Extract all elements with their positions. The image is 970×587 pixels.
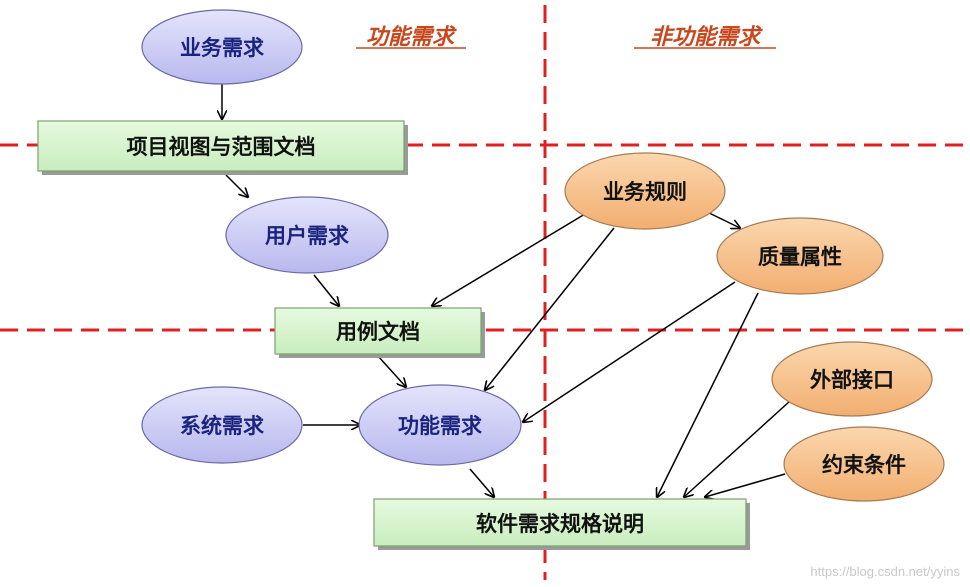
non-functional-label: 非功能需求 xyxy=(650,24,763,50)
node-external-interfaces-label: 外部接口 xyxy=(810,368,894,392)
arrow-quality-to-functional xyxy=(523,281,736,422)
node-srs-label: 软件需求规格说明 xyxy=(476,512,644,536)
arrow-functional-to-srs xyxy=(469,468,494,497)
arrow-rules-to-usecase xyxy=(432,213,586,306)
node-srs: 软件需求规格说明 xyxy=(373,498,750,550)
arrow-user-to-usecase xyxy=(313,274,339,306)
node-vision-scope-doc: 项目视图与范围文档 xyxy=(37,120,408,175)
node-quality-attributes: 质量属性 xyxy=(716,217,884,295)
node-business-requirements-label: 业务需求 xyxy=(180,36,264,60)
node-user-requirements-label: 用户需求 xyxy=(265,224,349,248)
node-functional-requirements: 功能需求 xyxy=(358,384,522,466)
arrow-vision-to-user xyxy=(225,174,248,197)
connector-arrows xyxy=(222,84,791,497)
arrow-constraints-to-srs xyxy=(705,473,786,497)
node-system-requirements-label: 系统需求 xyxy=(180,414,264,438)
node-business-rules: 业务规则 xyxy=(564,152,726,230)
node-use-case-doc: 用例文档 xyxy=(274,307,485,358)
functional-label: 功能需求 xyxy=(366,24,457,50)
node-quality-attributes-label: 质量属性 xyxy=(758,245,842,269)
node-user-requirements: 用户需求 xyxy=(225,196,389,274)
node-constraints: 约束条件 xyxy=(783,426,945,502)
node-use-case-doc-label: 用例文档 xyxy=(336,320,420,344)
node-constraints-label: 约束条件 xyxy=(822,453,906,477)
arrow-interfaces-to-srs xyxy=(684,400,791,497)
node-functional-requirements-label: 功能需求 xyxy=(398,414,482,438)
arrow-usecase-to-functional xyxy=(377,355,406,387)
node-business-rules-label: 业务规则 xyxy=(603,180,687,204)
node-vision-scope-doc-label: 项目视图与范围文档 xyxy=(127,135,316,159)
node-business-requirements: 业务需求 xyxy=(141,9,303,85)
node-external-interfaces: 外部接口 xyxy=(771,341,933,417)
node-system-requirements: 系统需求 xyxy=(141,386,303,464)
arrow-rules-to-functional xyxy=(485,227,615,390)
watermark-text: https://blog.csdn.net/yyins xyxy=(810,564,960,579)
arrow-quality-to-srs xyxy=(657,292,759,497)
